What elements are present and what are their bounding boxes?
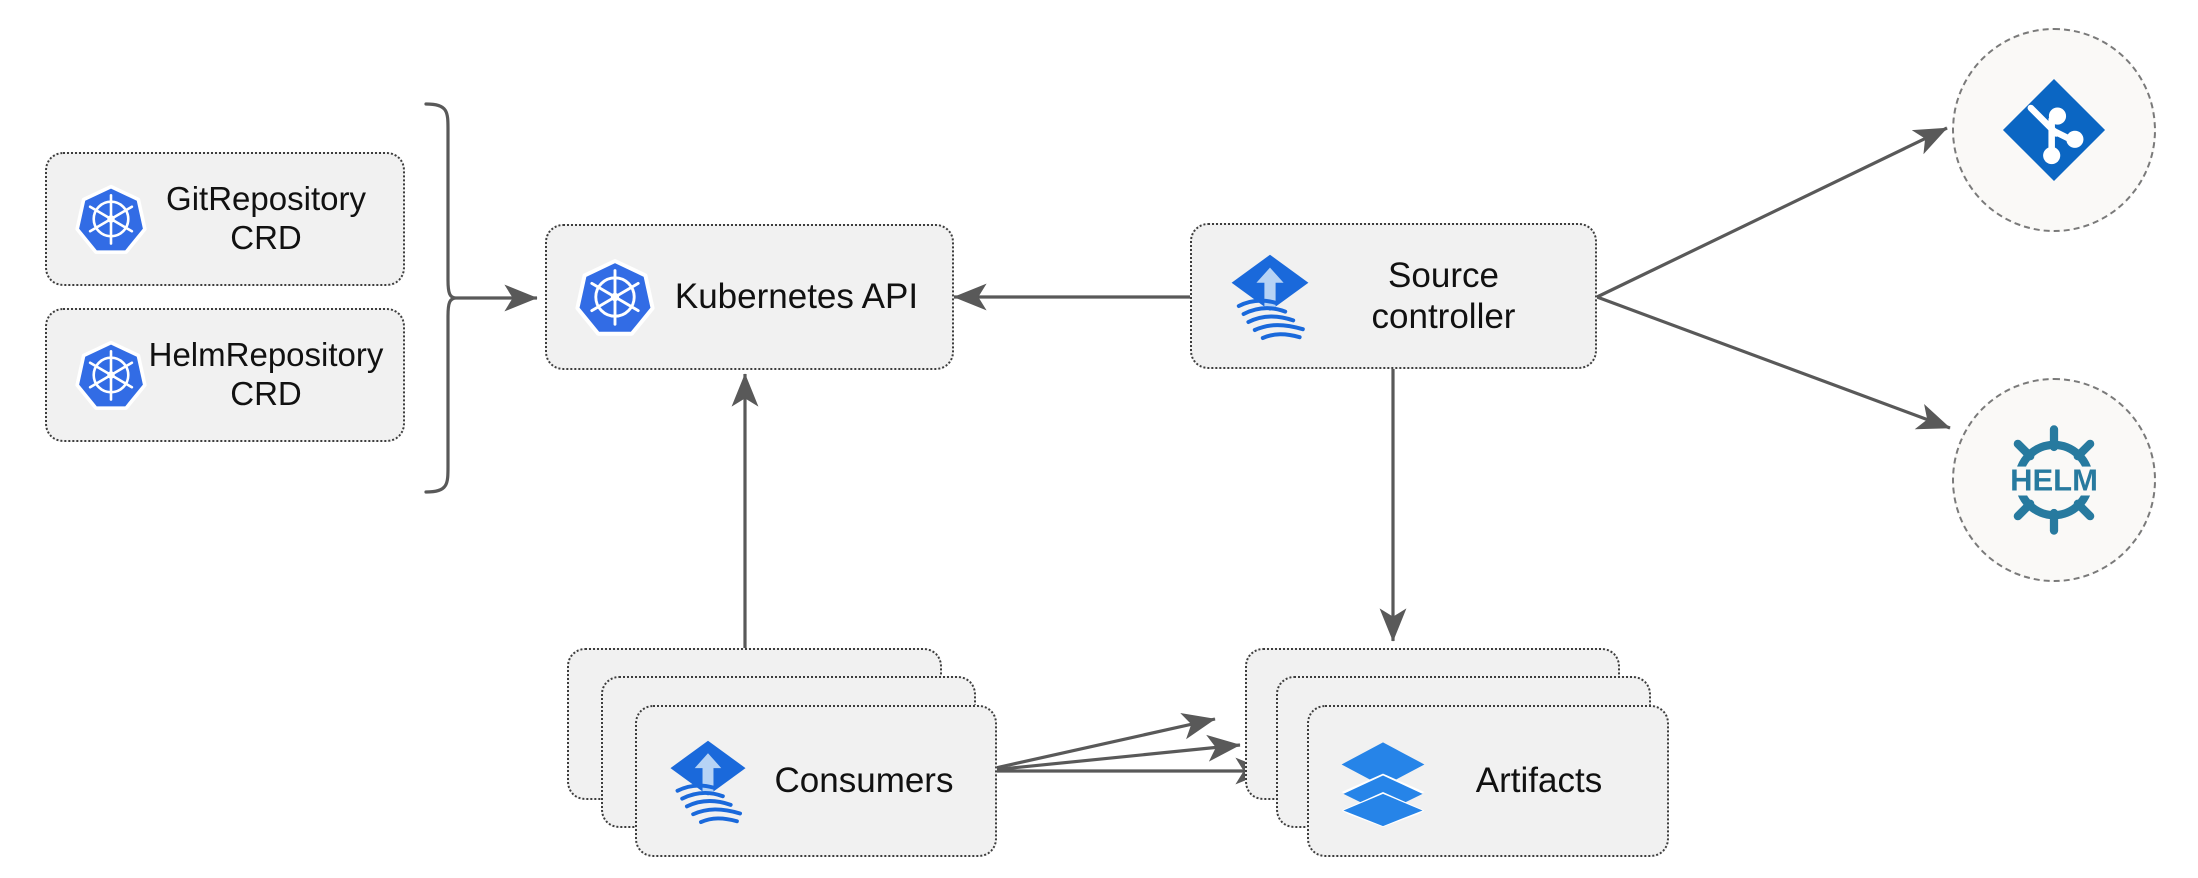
edge-consumers-to-artifacts-1 xyxy=(981,712,1216,773)
node-helm-repository-crd[interactable]: HelmRepository CRD xyxy=(45,308,405,442)
node-label: GitRepository CRD xyxy=(166,180,366,256)
flux-icon xyxy=(665,736,751,826)
node-git-repository-crd[interactable]: GitRepository CRD xyxy=(45,152,405,286)
node-label: Consumers xyxy=(774,761,954,800)
node-label: Artifacts xyxy=(1475,761,1603,800)
node-kubernetes-api[interactable]: Kubernetes API xyxy=(545,224,954,370)
node-source-controller[interactable]: Source controller xyxy=(1190,223,1597,369)
node-consumers[interactable]: Consumers xyxy=(567,648,997,860)
helm-wordmark: HELM xyxy=(2010,462,2098,497)
kubernetes-icon xyxy=(75,339,147,411)
consumers-card-front[interactable]: Consumers xyxy=(635,705,997,857)
node-label: Kubernetes API xyxy=(674,277,919,317)
layers-icon xyxy=(1337,735,1429,827)
git-icon xyxy=(1996,72,2112,188)
edge-consumers-to-artifacts-2 xyxy=(981,734,1241,773)
crd-group-bracket xyxy=(424,102,456,494)
node-helm-provider[interactable]: HELM xyxy=(1952,378,2156,582)
flux-icon xyxy=(1226,250,1314,342)
node-label: HelmRepository CRD xyxy=(148,336,384,412)
artifacts-card-front[interactable]: Artifacts xyxy=(1307,705,1669,857)
node-git-provider[interactable] xyxy=(1952,28,2156,232)
node-label: Source controller xyxy=(1371,255,1516,336)
kubernetes-icon xyxy=(575,257,655,337)
node-artifacts[interactable]: Artifacts xyxy=(1245,648,1675,860)
helm-icon: HELM xyxy=(1992,418,2116,542)
kubernetes-icon xyxy=(75,183,147,255)
edge-source-controller-to-helm-provider xyxy=(1596,295,1951,430)
edge-source-controller-to-git-provider xyxy=(1596,126,1948,299)
